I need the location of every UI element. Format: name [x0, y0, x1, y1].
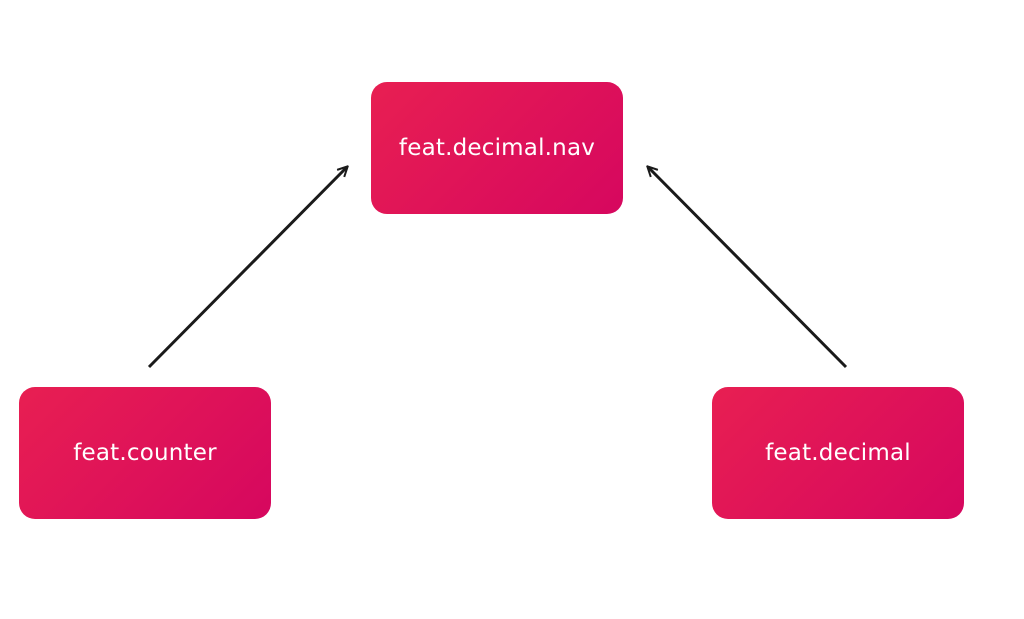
node-label: feat.counter	[73, 440, 217, 466]
node-feat-counter: feat.counter	[19, 387, 271, 519]
edge-counter-to-decimal-nav	[147, 167, 347, 369]
edge-decimal-to-decimal-nav	[648, 167, 848, 369]
node-label: feat.decimal	[765, 440, 911, 466]
node-feat-decimal-nav: feat.decimal.nav	[371, 82, 623, 214]
node-feat-decimal: feat.decimal	[712, 387, 964, 519]
node-label: feat.decimal.nav	[398, 135, 596, 161]
